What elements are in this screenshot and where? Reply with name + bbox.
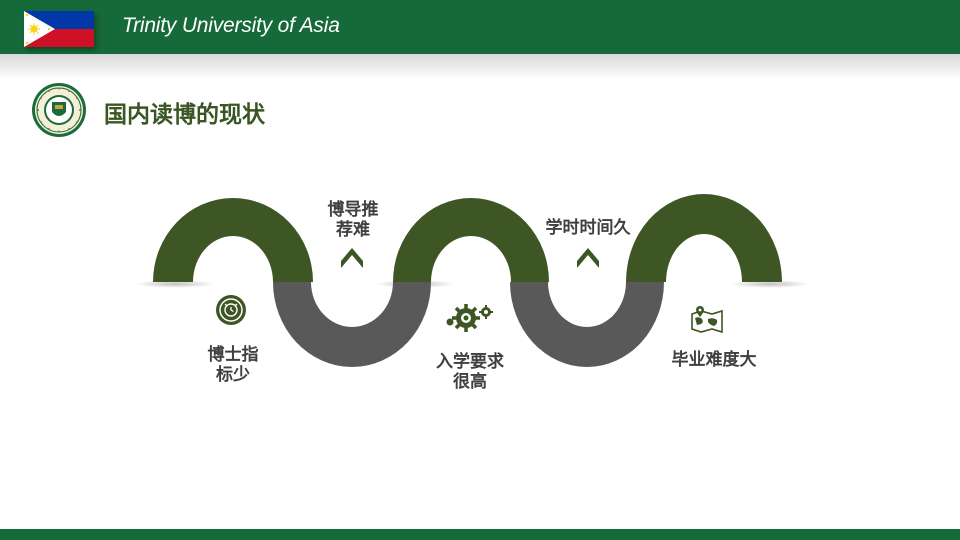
lower-arch-2 [510,282,664,367]
upper-arch-3 [626,194,782,282]
university-title: Trinity University of Asia [122,14,340,37]
upper-arch-1 [153,198,313,282]
timeline-label-4: 学时时间久 [534,218,642,238]
timeline-label-5-text: 毕业难度大 [671,350,757,370]
header-shadow [0,54,960,80]
timeline-label-2: 博导推 荐难 [314,200,392,240]
timeline-label-1-text: 博士指 标少 [207,345,259,385]
chevron-up-icon [577,248,599,268]
timeline-label-2-text: 博导推 荐难 [327,200,379,240]
header-bar [0,0,960,54]
timeline-label-5: 毕业难度大 [660,350,768,370]
lower-arch-1 [273,282,431,367]
timeline-label-4-text: 学时时间久 [545,218,631,238]
alarm-clock-icon [216,295,246,325]
timeline-label-1: 博士指 标少 [194,345,272,385]
philippine-flag-icon [24,11,94,47]
gears-icon [446,304,493,332]
page-title: 国内读博的现状 [104,102,265,128]
map-icon [691,306,723,334]
timeline-label-3-text: 入学要求 很高 [436,352,504,392]
chevron-up-icon [341,248,363,268]
timeline-label-3: 入学要求 很高 [424,352,516,392]
university-seal-icon [32,83,86,137]
footer-bar [0,529,960,540]
upper-arch-2 [393,198,549,282]
